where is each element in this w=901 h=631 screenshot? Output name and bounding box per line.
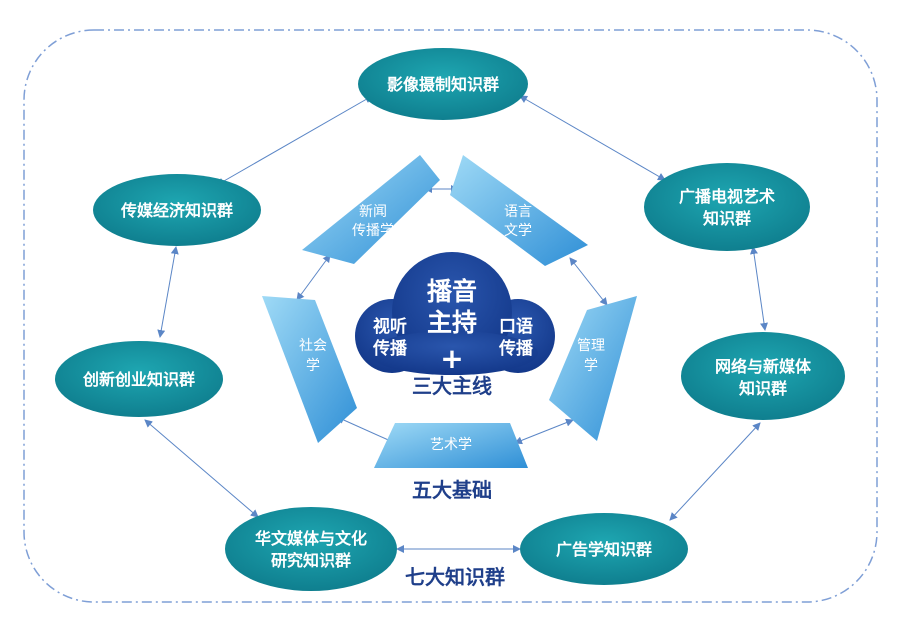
cluster-top-label: 影像摄制知识群 [387, 75, 499, 94]
caption-clusters: 七大知识群 [405, 565, 505, 589]
foundation-top-left-label-2: 传播学 [352, 223, 394, 239]
cluster-lower-left: 华文媒体与文化 研究知识群 [225, 507, 397, 591]
cluster-lower-right-label: 广告学知识群 [556, 540, 652, 559]
core-center-label-1: 播音 [427, 277, 477, 306]
core-cloud: 播音 主持 + 视听 传播 口语 传播 [355, 252, 555, 375]
core-left-label-1: 视听 [373, 316, 407, 337]
core-right-label-1: 口语 [499, 317, 533, 337]
cluster-left: 创新创业知识群 [55, 341, 223, 417]
foundation-right: 管理 学 [549, 296, 637, 441]
cluster-connectors [144, 95, 768, 553]
core-right-label-2: 传播 [498, 338, 534, 359]
foundation-bottom: 艺术学 [374, 423, 528, 468]
core-left-label-2: 传播 [372, 338, 408, 359]
cluster-upper-right-label-2: 知识群 [703, 209, 751, 228]
cluster-upper-right-label-1: 广播电视艺术 [679, 187, 775, 206]
cluster-lower-left-label-1: 华文媒体与文化 [255, 529, 367, 548]
cluster-right-label-2: 知识群 [739, 379, 787, 398]
foundation-right-label-1: 管理 [577, 338, 605, 354]
cluster-lower-left-label-2: 研究知识群 [271, 551, 351, 570]
foundation-top-right-label-1: 语言 [504, 204, 532, 220]
foundation-left-label-2: 学 [306, 358, 320, 374]
cluster-right: 网络与新媒体 知识群 [681, 332, 845, 420]
cluster-upper-left: 传媒经济知识群 [93, 174, 261, 246]
cluster-right-label-1: 网络与新媒体 [715, 357, 812, 376]
foundation-top-left: 新闻 传播学 [302, 155, 440, 264]
caption-foundations: 五大基础 [412, 478, 492, 502]
foundation-right-label-2: 学 [584, 358, 598, 374]
cluster-left-label: 创新创业知识群 [82, 370, 195, 389]
cluster-upper-right: 广播电视艺术 知识群 [644, 163, 810, 251]
cluster-lower-right: 广告学知识群 [520, 513, 688, 585]
foundation-left-label-1: 社会 [299, 338, 327, 354]
cluster-top: 影像摄制知识群 [358, 48, 528, 120]
foundation-top-left-label-1: 新闻 [359, 204, 387, 220]
caption-main-lines: 三大主线 [412, 374, 492, 398]
foundation-bottom-label: 艺术学 [430, 437, 472, 453]
foundation-left: 社会 学 [262, 296, 357, 443]
core-plus-sign: + [440, 342, 463, 375]
foundation-top-right-label-2: 文学 [504, 223, 532, 239]
outer-boundary [23, 29, 878, 603]
cluster-upper-left-label: 传媒经济知识群 [120, 201, 233, 220]
foundation-top-right: 语言 文学 [450, 155, 588, 266]
core-center-label-2: 主持 [427, 308, 477, 337]
